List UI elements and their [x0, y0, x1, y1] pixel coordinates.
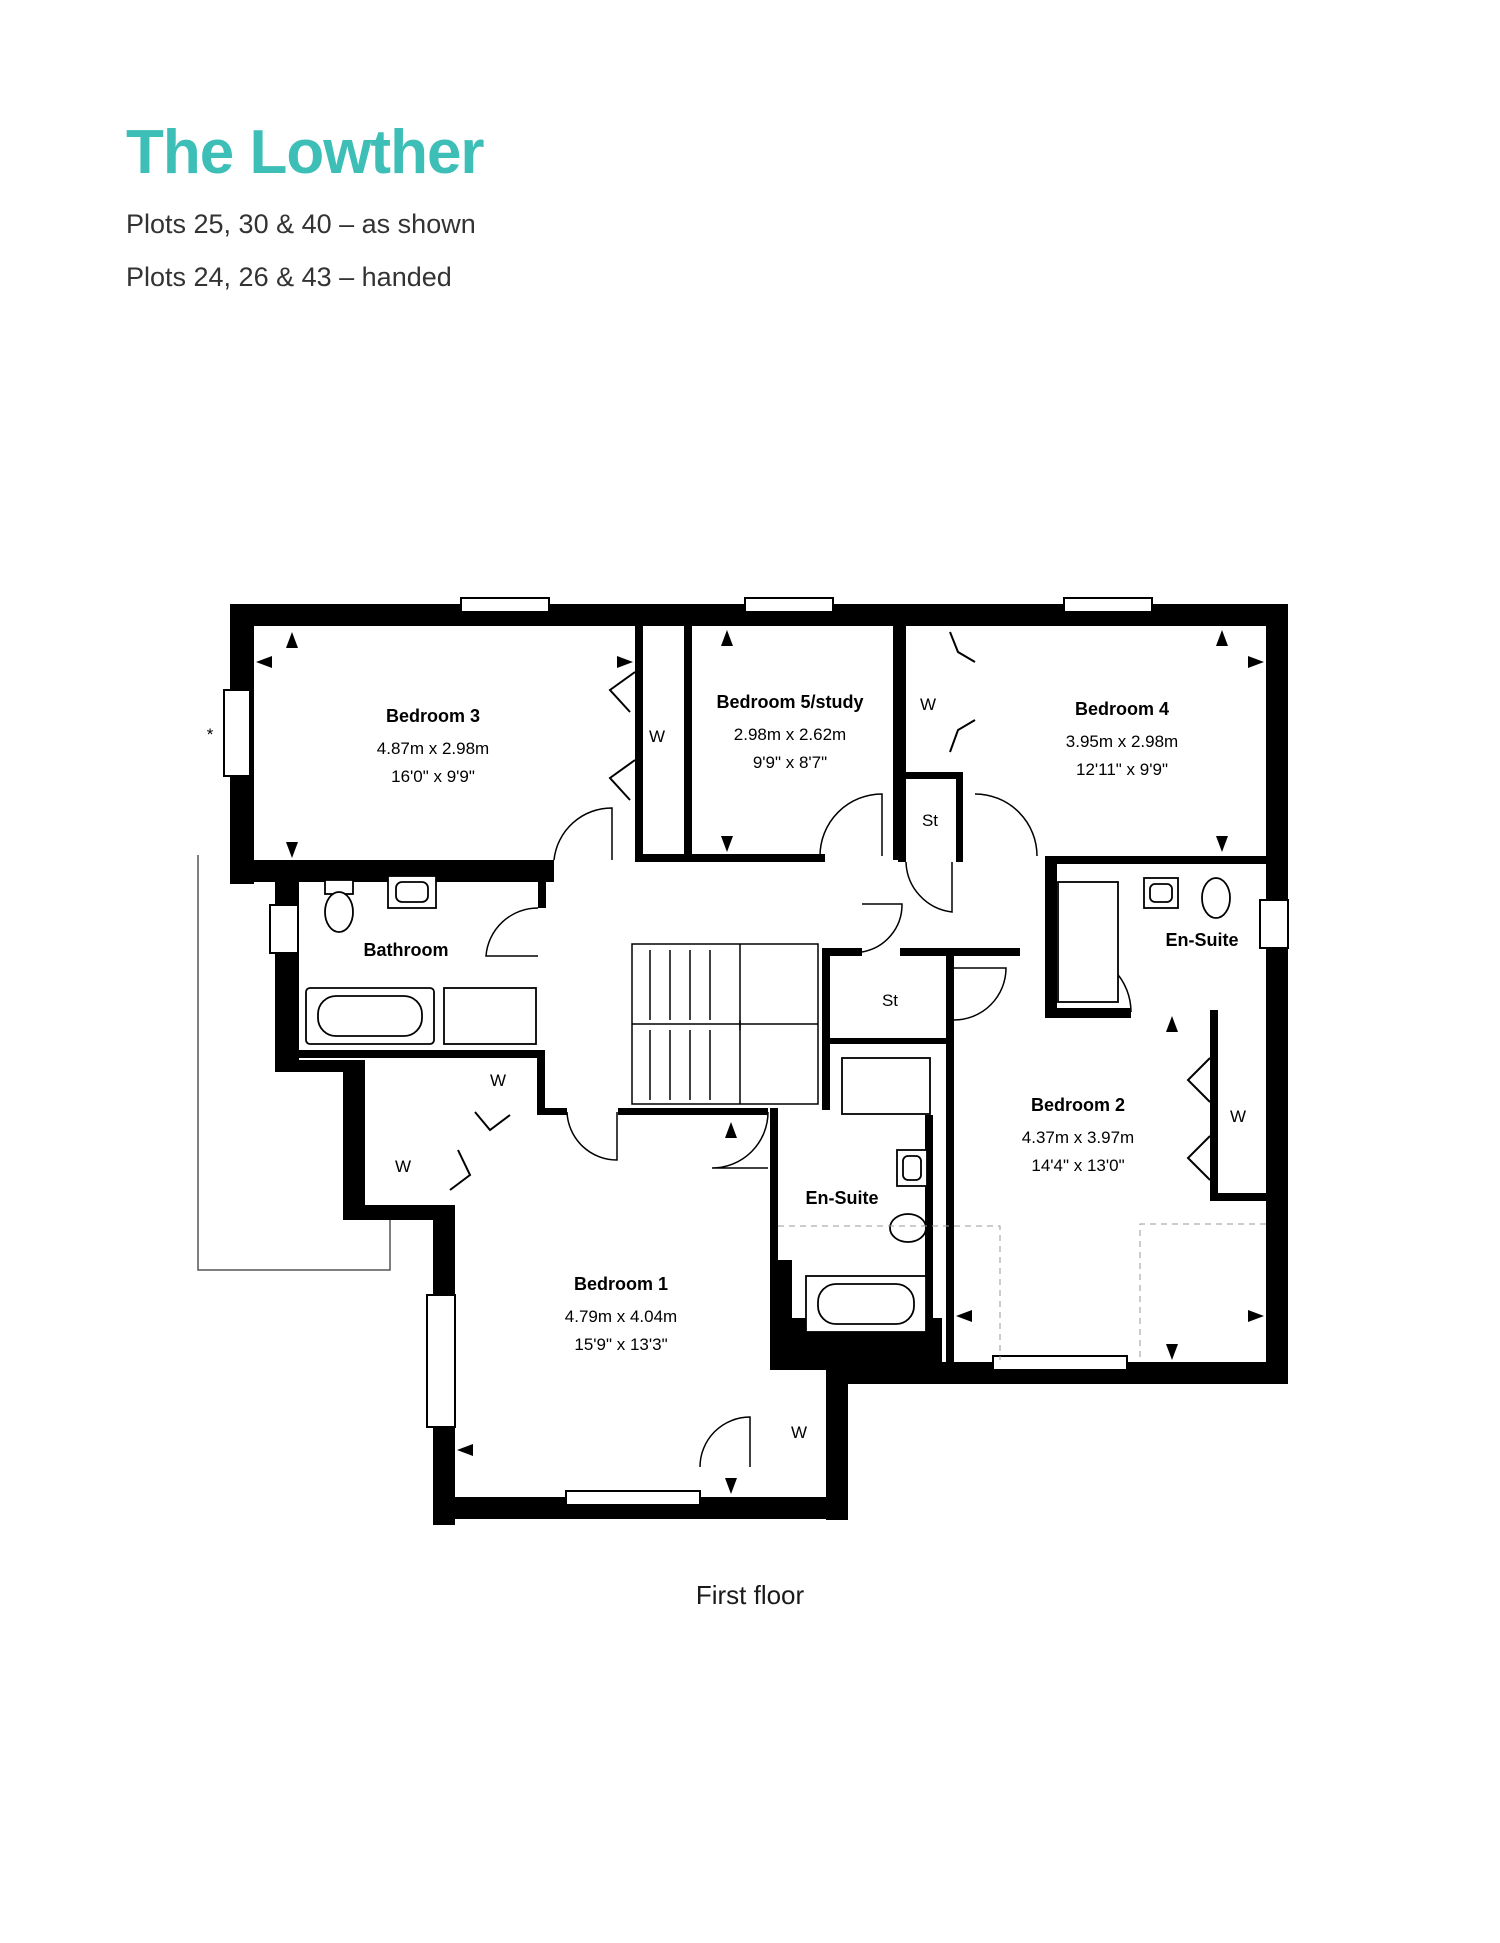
door-ensuite1	[711, 1111, 769, 1169]
wall-ensuite-left	[1045, 856, 1057, 1016]
wall-bed5-right	[893, 626, 901, 860]
window-bed4-top	[1063, 597, 1153, 613]
bedroom4-imperial: 12'11" x 9'9"	[1076, 760, 1168, 779]
bedroom4-metric: 3.95m x 2.98m	[1066, 732, 1178, 751]
window-bed3-top	[460, 597, 550, 613]
wall-w-bottom	[343, 1205, 453, 1220]
bedroom3-metric: 4.87m x 2.98m	[377, 739, 489, 758]
floor-caption: First floor	[695, 1580, 805, 1610]
bedroom5-imperial: 9'9" x 8'7"	[753, 753, 827, 772]
wall-st-box-left	[898, 776, 906, 862]
wall-ensuite1-left	[770, 1108, 778, 1368]
wall-bed4-bottom	[1045, 856, 1288, 864]
wall-bed5-bottom	[635, 854, 825, 862]
doors	[485, 793, 1132, 1468]
door-bed3	[553, 807, 613, 861]
plots-as-shown: Plots 25, 30 & 40 – as shown	[126, 209, 476, 239]
staircase	[631, 943, 819, 1105]
window-bed2-bottom	[992, 1355, 1128, 1371]
wall-w3-right	[684, 626, 692, 860]
wall-st-box-top	[898, 772, 960, 779]
dimension-arrows	[256, 630, 1264, 1494]
wall-bed1-bottom	[433, 1497, 848, 1519]
walls	[230, 604, 1288, 1525]
plots-handed: Plots 24, 26 & 43 – handed	[126, 262, 452, 292]
storage-label-landing: St	[882, 991, 898, 1010]
window-bed1-left	[426, 1294, 456, 1428]
door-st	[905, 861, 953, 913]
dashed-lines	[778, 1223, 1266, 1360]
door-w-bed1	[699, 1416, 751, 1468]
wc-ensuite2	[1201, 877, 1231, 919]
wall-st-bottom	[822, 1038, 950, 1044]
wall-w2-bottom	[1210, 1193, 1270, 1201]
wall-bed1-top-right	[618, 1108, 768, 1115]
bedroom5-metric: 2.98m x 2.62m	[734, 725, 846, 744]
wall-bath-right	[538, 862, 546, 908]
wall-bed4-left	[898, 626, 906, 776]
wall-st-landing-top2	[900, 948, 1020, 956]
shower-ensuite1	[841, 1057, 931, 1115]
wall-landing-bottom	[537, 1108, 567, 1115]
ensuite-center-name: En-Suite	[805, 1188, 878, 1208]
wardrobe-label-bed2: W	[1230, 1107, 1246, 1126]
door-st-landing	[861, 903, 903, 953]
bedroom1-imperial: 15'9" x 13'3"	[574, 1335, 667, 1354]
door-bed1	[566, 1111, 618, 1161]
window-bed5-top	[744, 597, 834, 613]
wardrobe-label-bed4: W	[920, 695, 936, 714]
wall-st-box-right	[956, 772, 963, 862]
door-bed5	[819, 793, 883, 857]
bathroom-name: Bathroom	[364, 940, 449, 960]
windows	[223, 597, 1289, 1506]
bedroom5-name: Bedroom 5/study	[716, 692, 863, 712]
wall-ensuite1-right	[925, 1115, 933, 1325]
wall-ensuite-bottom	[1045, 1008, 1131, 1018]
wall-bed3-right	[635, 626, 643, 860]
wardrobe-doors	[449, 631, 1211, 1191]
wardrobe-label-bed1-left: W	[395, 1157, 411, 1176]
wall-bath-top	[299, 862, 449, 870]
wall-w2-box	[1210, 1010, 1218, 1200]
wall-bed2-left	[946, 950, 954, 1365]
storage-label-upper: St	[922, 811, 938, 830]
window-bed1-bottom	[565, 1490, 701, 1506]
bedroom3-name: Bedroom 3	[386, 706, 480, 726]
wardrobe-label-bed1-upper: W	[490, 1071, 506, 1090]
asterisk-mark: *	[207, 725, 214, 744]
bedroom3-imperial: 16'0" x 9'9"	[391, 767, 475, 786]
wall-stair-right	[822, 950, 830, 1110]
shower-bathroom	[443, 987, 537, 1045]
wc-ensuite1	[889, 1213, 927, 1243]
wall-bath-bottom	[299, 1050, 545, 1058]
window-bed3-left	[223, 689, 251, 777]
wall-w-left	[343, 1060, 365, 1220]
bedroom2-name: Bedroom 2	[1031, 1095, 1125, 1115]
bedroom4-name: Bedroom 4	[1075, 699, 1169, 719]
wall-bed1-right	[826, 1370, 848, 1520]
bath-tub-ensuite2	[1057, 881, 1119, 1003]
plan-title: The Lowther	[126, 118, 485, 187]
bedroom1-metric: 4.79m x 4.04m	[565, 1307, 677, 1326]
wardrobe-label-bed1-bottom: W	[791, 1423, 807, 1442]
wall-w-bed1-top	[770, 1355, 830, 1370]
fittings	[305, 875, 1231, 1333]
door-bed4	[974, 793, 1038, 857]
wall-w1-right	[537, 1055, 545, 1110]
bedroom2-imperial: 14'4" x 13'0"	[1031, 1156, 1124, 1175]
door-bath	[485, 907, 539, 957]
bedroom1-name: Bedroom 1	[574, 1274, 668, 1294]
canopy-outline	[197, 855, 391, 1271]
wall-st-landing-top	[822, 948, 862, 956]
wardrobe-label-bed3: W	[649, 727, 665, 746]
door-bed2	[953, 967, 1007, 1021]
wall-right	[1266, 604, 1288, 1384]
window-ensuite-right	[1259, 899, 1289, 949]
ensuite-right-name: En-Suite	[1165, 930, 1238, 950]
wall-step-left	[275, 1060, 365, 1072]
bedroom2-metric: 4.37m x 3.97m	[1022, 1128, 1134, 1147]
window-bath-left	[269, 904, 299, 954]
